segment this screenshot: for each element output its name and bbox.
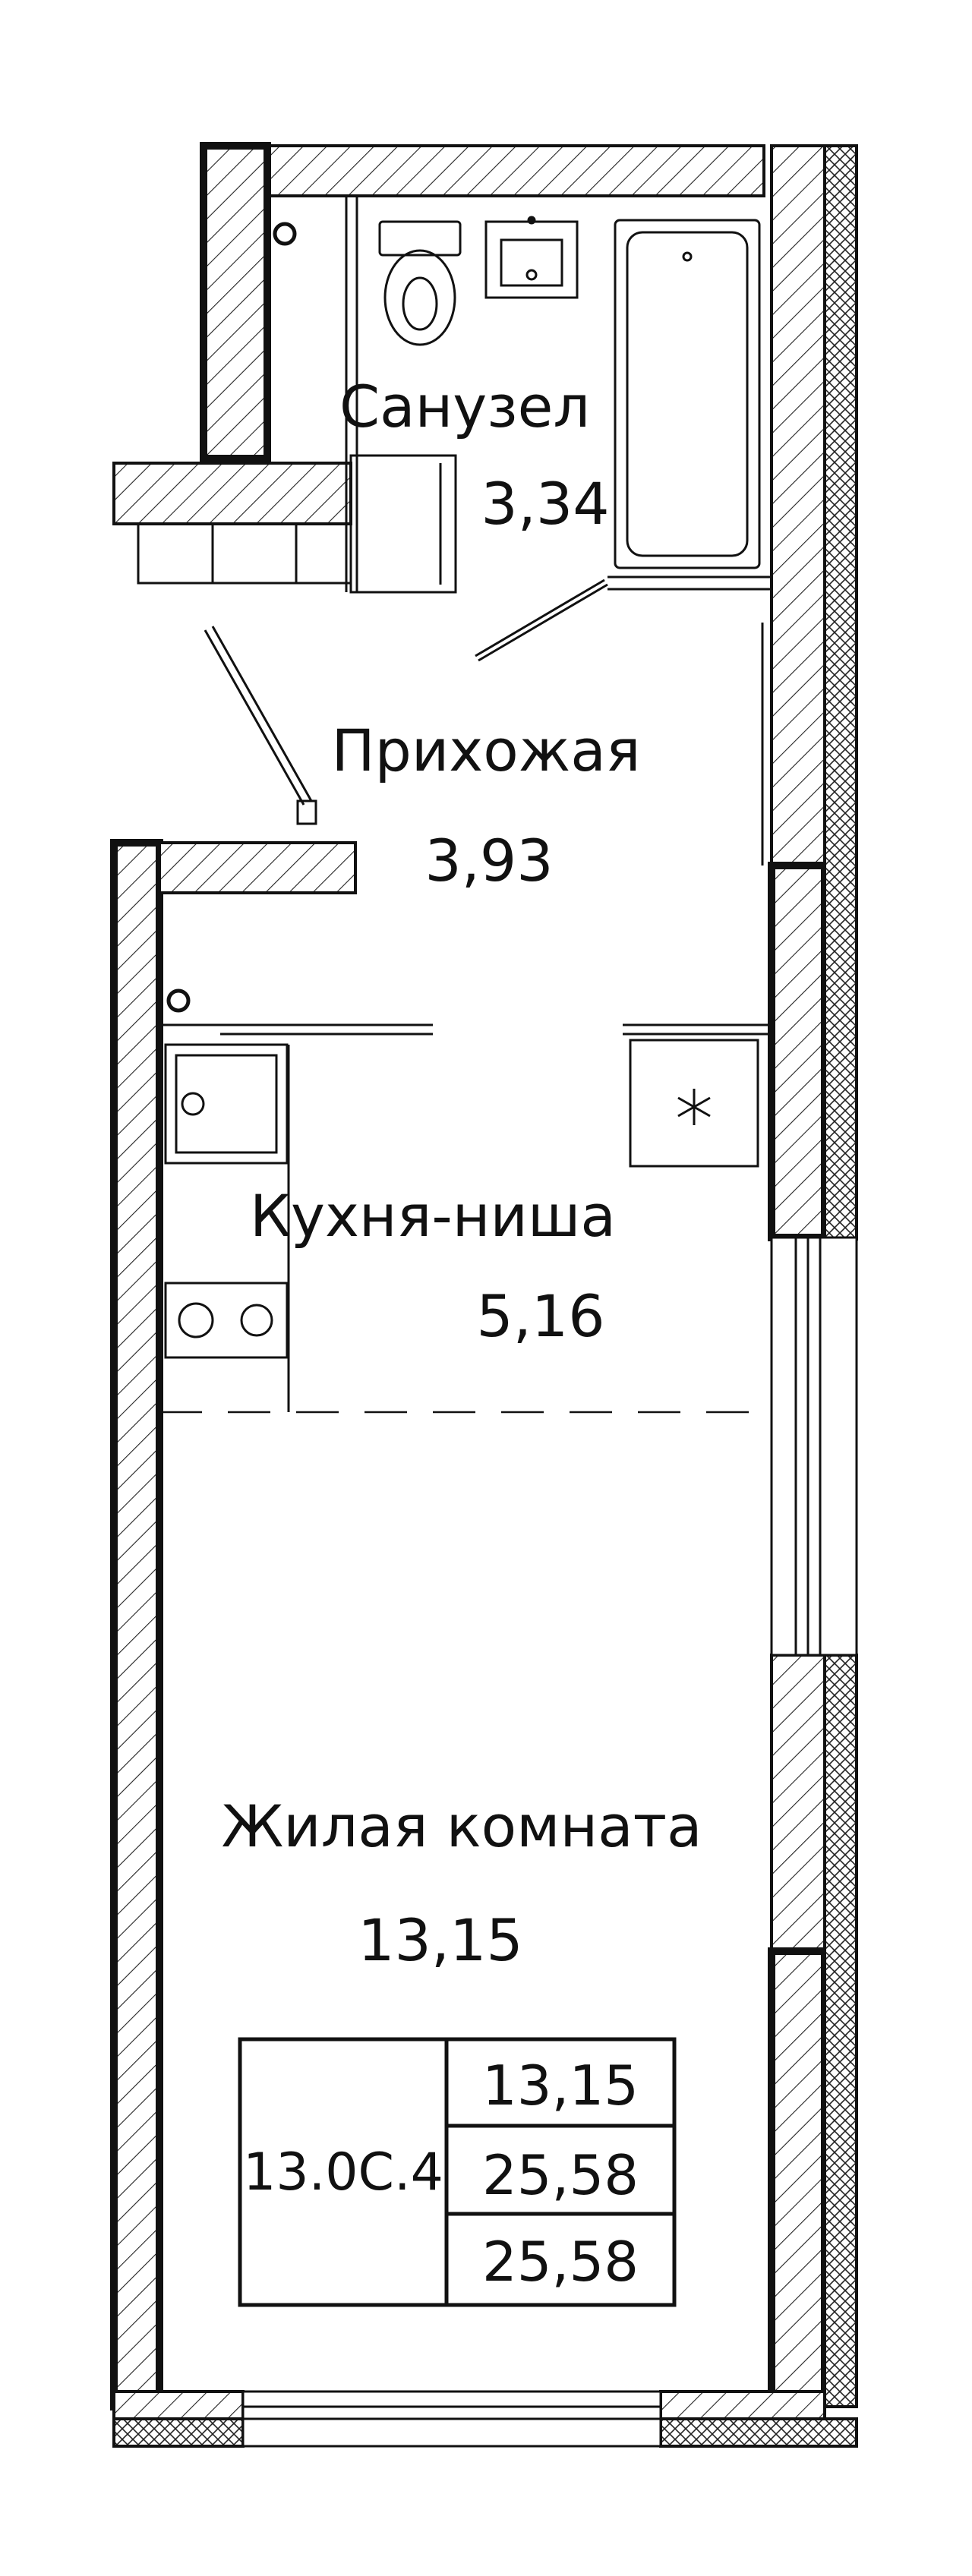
fridge [629,1039,759,1168]
riser-pipe-kitchen [166,988,191,1013]
fixtures [164,216,761,1359]
insulation-bottom-left [112,2417,245,2448]
wall-bottom-right [659,2390,826,2420]
wall-top [204,144,765,197]
living-area-value: 13,15 [482,2054,639,2117]
wall-right-3 [770,1654,826,2408]
bathtub [614,219,761,569]
door-entrance [204,629,305,806]
insulation-right-lower [823,1654,858,2408]
total-area-value: 25,58 [482,2143,639,2207]
window-right [770,1236,858,1657]
room-area-kitchen: 5,16 [476,1282,604,1350]
unit-code: 13.0С.4 [243,2142,443,2202]
room-labels: Санузел 3,34 Прихожая 3,93 Кухня-ниша 5,… [221,373,702,1974]
toilet [378,220,462,346]
doors [204,579,608,825]
wall-entrance [112,462,352,525]
insulation-right [823,144,858,1241]
room-area-hallway: 3,93 [424,827,553,894]
room-name-bathroom: Санузел [339,373,590,440]
windows [241,1236,858,2448]
partitions [137,196,772,1414]
riser-pipe-bathroom [273,222,297,246]
wall-left-lower [112,841,161,2408]
wall-left-upper [202,144,269,460]
wall-right-2 [770,864,826,1239]
room-name-hallway: Прихожая [331,717,640,784]
room-area-living: 13,15 [358,1906,523,1974]
walls [110,142,858,2448]
room-name-kitchen: Кухня-ниша [250,1182,616,1250]
kitchen-sink [164,1043,289,1165]
room-name-living: Жилая комната [221,1792,702,1860]
wall-bottom-left [112,2390,245,2420]
area-summary-table [238,2037,677,2307]
stove [164,1282,289,1359]
total-area-with-balcony-value: 25,58 [482,2230,639,2294]
room-area-bathroom: 3,34 [481,470,609,538]
sink [484,216,579,299]
snowflake-icon [677,1089,711,1125]
insulation-bottom-right [659,2417,858,2448]
wall-right-1 [770,144,826,867]
door-bathroom [478,583,608,662]
wall-kitchen-top [158,841,357,894]
